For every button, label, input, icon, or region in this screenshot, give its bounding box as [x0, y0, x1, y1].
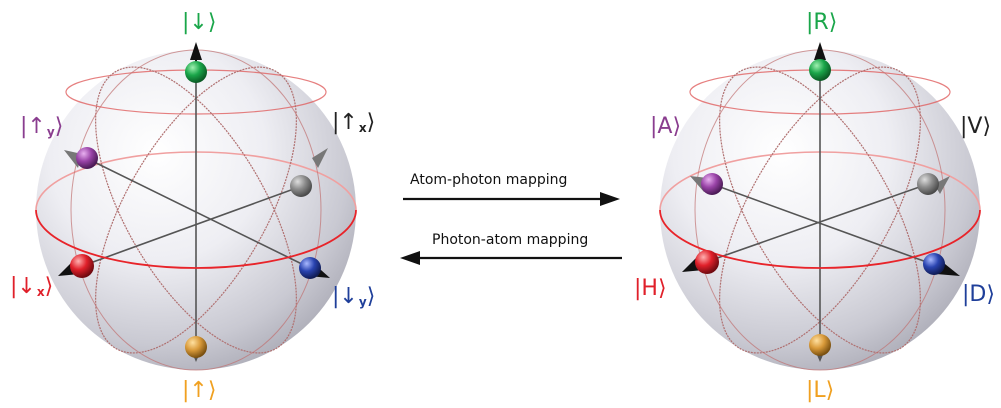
right-ball-red: [695, 250, 719, 274]
left-label-lower-right-main: |↓: [332, 284, 358, 309]
right-bloch-sphere: [659, 42, 981, 371]
left-ball-blue: [299, 257, 321, 279]
left-label-top: |↓⟩: [182, 10, 217, 35]
right-axis-diag-1: [711, 183, 933, 265]
left-bloch-sphere: [35, 42, 357, 371]
forward-mapping-label: Atom-photon mapping: [410, 172, 568, 188]
right-label-bottom: |L⟩: [806, 378, 835, 403]
right-ball-purple: [701, 173, 723, 195]
right-ball-green: [809, 59, 831, 81]
left-label-lower-left-close: ⟩: [44, 274, 54, 299]
left-label-upper-left-close: ⟩: [54, 114, 64, 139]
right-label-upper-right: |V⟩: [960, 114, 992, 139]
left-label-lower-right-sub: y: [358, 295, 367, 309]
left-ball-red: [70, 254, 94, 278]
left-ball-grey: [290, 175, 312, 197]
right-equator-front: [659, 209, 981, 269]
left-axis-diag-2: [81, 185, 303, 267]
left-arrow-upper-right: [312, 148, 328, 168]
forward-mapping-arrow: [403, 192, 620, 206]
left-label-upper-right-sub: x: [358, 121, 367, 135]
backward-mapping-arrow: [400, 251, 622, 265]
left-label-upper-right-close: ⟩: [366, 110, 376, 135]
left-label-upper-right: |↑x⟩: [332, 110, 376, 135]
left-axis-diag-1: [85, 157, 311, 269]
right-axis-diag-2: [705, 183, 929, 263]
left-label-upper-left-sub: y: [46, 125, 55, 139]
left-label-lower-right: |↓y⟩: [332, 284, 376, 309]
left-label-lower-left-sub: x: [36, 285, 45, 299]
right-label-lower-right: |D⟩: [962, 282, 995, 307]
left-label-lower-right-close: ⟩: [366, 284, 376, 309]
backward-mapping-label: Photon-atom mapping: [432, 232, 589, 248]
left-label-upper-left-main: |↑: [20, 114, 46, 139]
left-ball-green: [185, 61, 207, 83]
left-ball-purple: [76, 147, 98, 169]
right-ball-blue: [923, 253, 945, 275]
left-ball-orange: [185, 336, 207, 358]
right-ball-orange: [809, 334, 831, 356]
right-arrow-top: [814, 42, 826, 60]
right-meridian-a: [719, 66, 921, 354]
forward-arrow-head: [600, 192, 620, 206]
left-label-lower-left: |↓x⟩: [10, 274, 54, 299]
right-label-top: |R⟩: [806, 10, 838, 35]
left-label-lower-left-main: |↓: [10, 274, 36, 299]
left-equator-front: [35, 209, 357, 269]
left-arrow-top: [190, 42, 202, 60]
left-label-bottom: |↑⟩: [182, 378, 217, 403]
left-meridian-b: [95, 66, 297, 354]
right-ball-grey: [917, 173, 939, 195]
right-label-upper-left: |A⟩: [650, 114, 682, 139]
left-meridian-a: [95, 66, 297, 354]
left-label-upper-left: |↑y⟩: [20, 114, 64, 139]
right-arrow-upper-right: [934, 176, 950, 194]
backward-arrow-head: [400, 251, 420, 265]
left-label-upper-right-main: |↑: [332, 110, 358, 135]
right-label-lower-left: |H⟩: [634, 276, 667, 301]
